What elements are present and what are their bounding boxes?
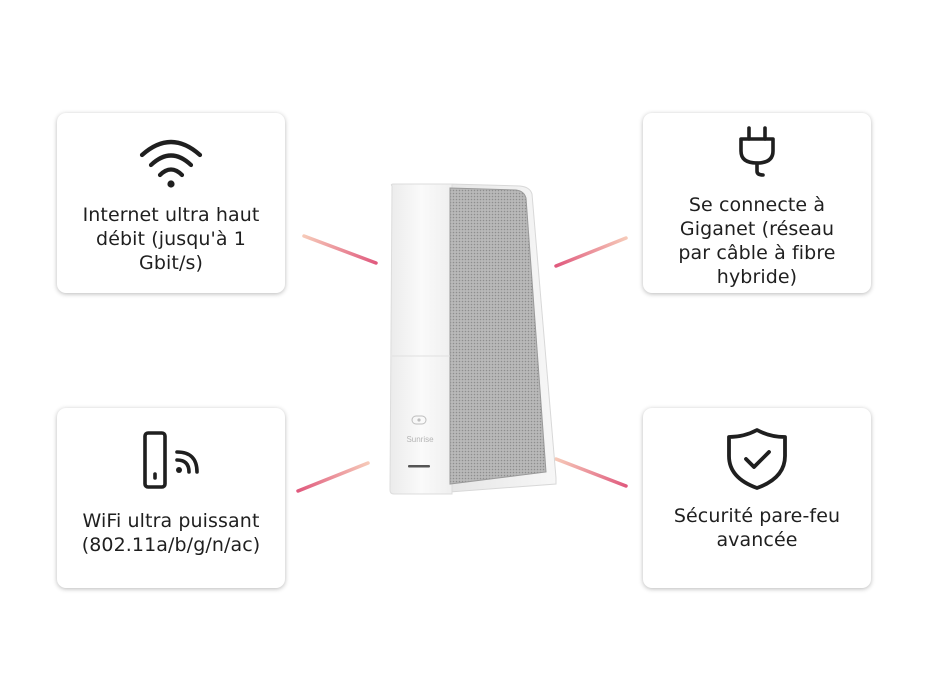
router-status-light [408,465,430,468]
feature-card-network: Se connecte à Giganet (réseau par câble … [643,113,871,293]
router-logo-icon [411,415,427,425]
connector-line-top-left [302,234,378,265]
feature-label-wifi: WiFi ultra puissant (802.11a/b/g/n/ac) [81,510,261,556]
feature-label-speed: Internet ultra haut débit (jusqu'à 1 Gbi… [82,204,260,274]
feature-card-speed: Internet ultra haut débit (jusqu'à 1 Gbi… [57,113,285,293]
feature-card-security: Sécurité pare-feu avancée [643,408,871,588]
plug-icon [739,126,775,177]
connector-line-top-right [554,236,628,268]
wifi-icon [139,140,203,188]
shield-check-icon [727,428,787,490]
connector-line-bottom-right [554,457,628,488]
connector-line-bottom-left [296,461,370,493]
router-brand-label: Sunrise [406,435,434,444]
router-signal-icon [143,431,199,489]
feature-label-network: Se connecte à Giganet (réseau par câble … [678,194,836,288]
feature-label-security: Sécurité pare-feu avancée [673,505,841,551]
router-device-image: Sunrise [389,183,557,495]
feature-card-wifi: WiFi ultra puissant (802.11a/b/g/n/ac) [57,408,285,588]
